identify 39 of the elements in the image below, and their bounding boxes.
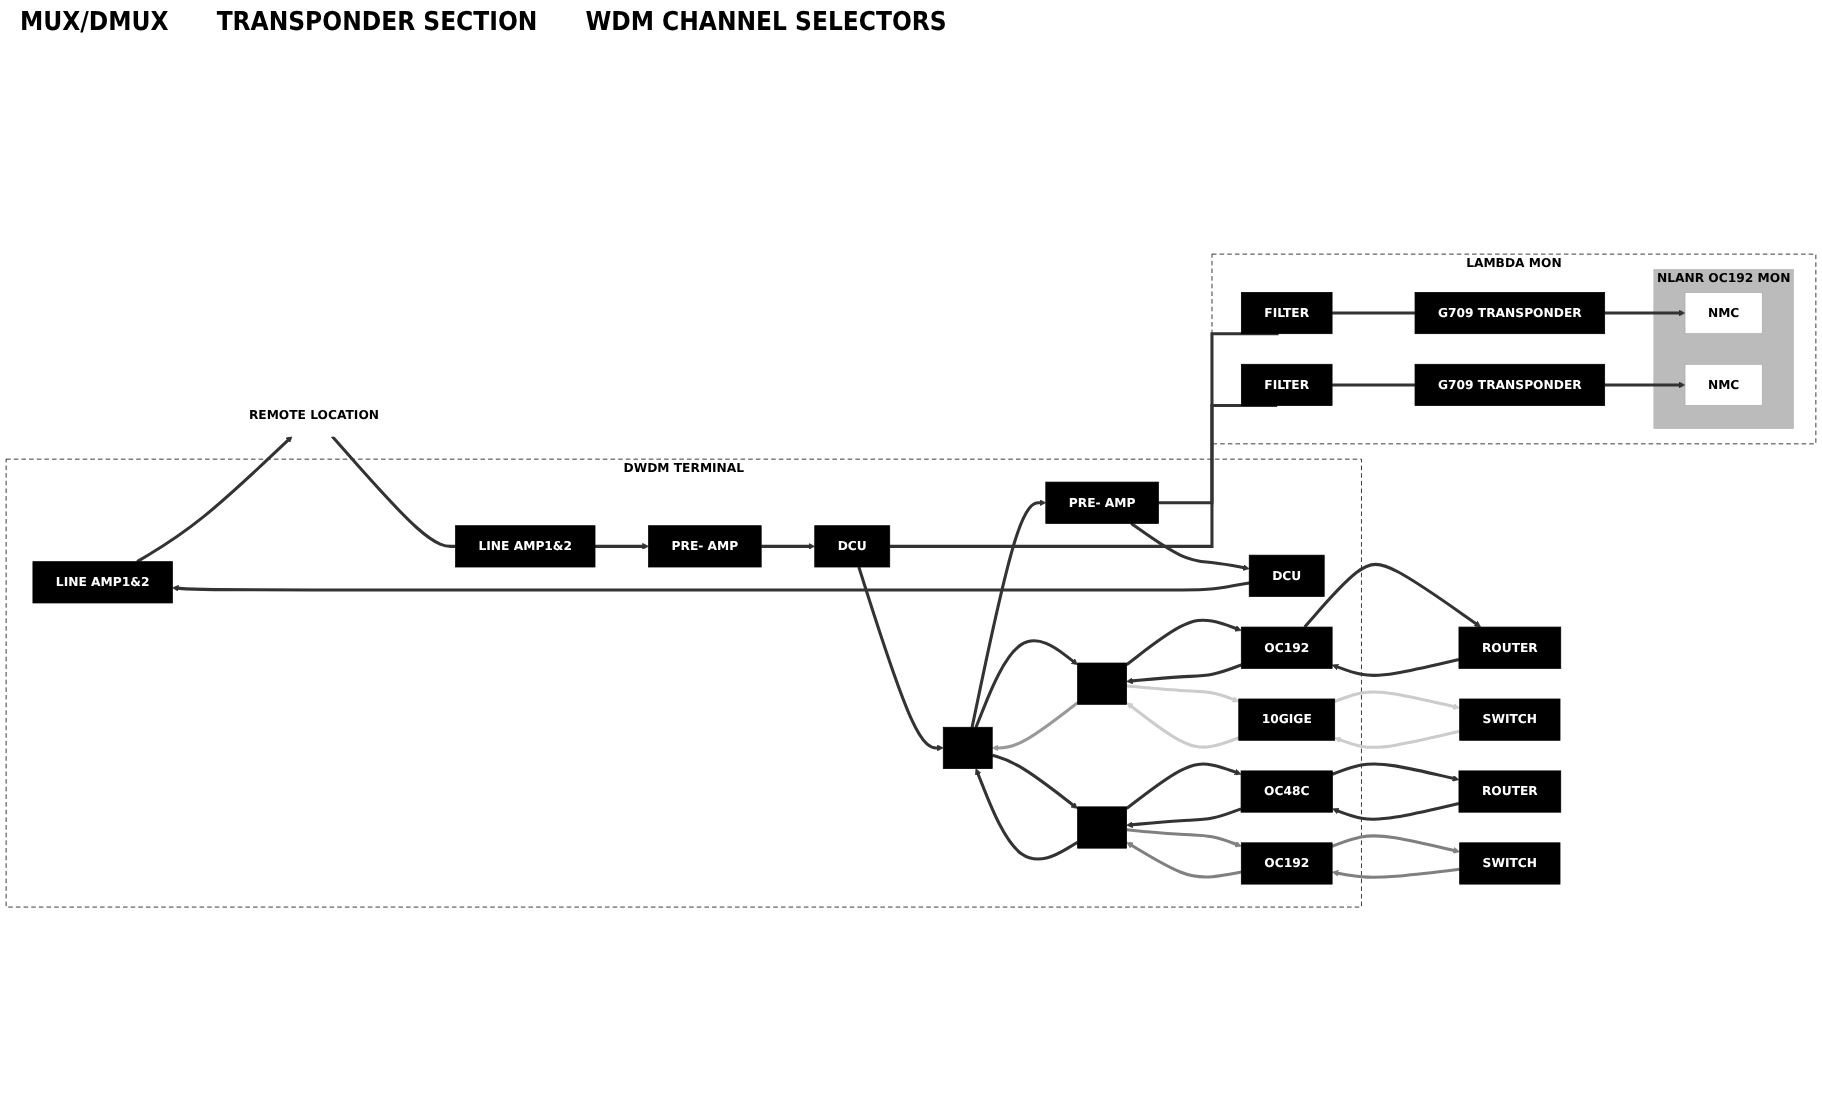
- connector: [1332, 310, 1415, 314]
- arrow: [761, 542, 816, 550]
- arrow: [991, 753, 1078, 809]
- arrow: [1126, 683, 1240, 702]
- arrow: [974, 638, 1078, 728]
- section-label: MUX/DMUX: [20, 8, 169, 42]
- arrow: [1332, 801, 1460, 821]
- arrow: [970, 498, 1047, 727]
- arrow: [1130, 521, 1250, 571]
- arrow: [136, 435, 293, 563]
- arrow: [1126, 827, 1242, 847]
- arrow: [857, 565, 944, 751]
- arrow: [975, 767, 1079, 860]
- node-bar: [1077, 662, 1127, 705]
- node-bar: [1077, 805, 1127, 848]
- arrow: [1331, 867, 1460, 879]
- arrow: [1334, 729, 1460, 749]
- arrow: [1126, 701, 1240, 749]
- arrow: [1603, 381, 1686, 388]
- arrow: [1331, 657, 1460, 677]
- arrow: [1331, 761, 1460, 781]
- arrow: [1331, 833, 1460, 854]
- arrow: [595, 542, 649, 550]
- arrow: [1126, 806, 1242, 828]
- arrow: [1334, 689, 1460, 710]
- arrow: [1603, 309, 1686, 316]
- connector: [1332, 382, 1415, 386]
- connector: [330, 434, 456, 548]
- arrow: [172, 580, 1250, 592]
- node-bar: [942, 726, 993, 769]
- arrow: [1126, 662, 1242, 684]
- arrow: [1303, 562, 1481, 628]
- section-label: TRANSPONDER SECTION: [216, 8, 538, 42]
- arrow: [1126, 841, 1242, 879]
- arrow: [1125, 618, 1242, 666]
- arrow: [991, 700, 1079, 751]
- section-label: WDM CHANNEL SELECTORS: [585, 8, 947, 42]
- connector: [1156, 331, 1279, 504]
- arrow: [1125, 761, 1242, 810]
